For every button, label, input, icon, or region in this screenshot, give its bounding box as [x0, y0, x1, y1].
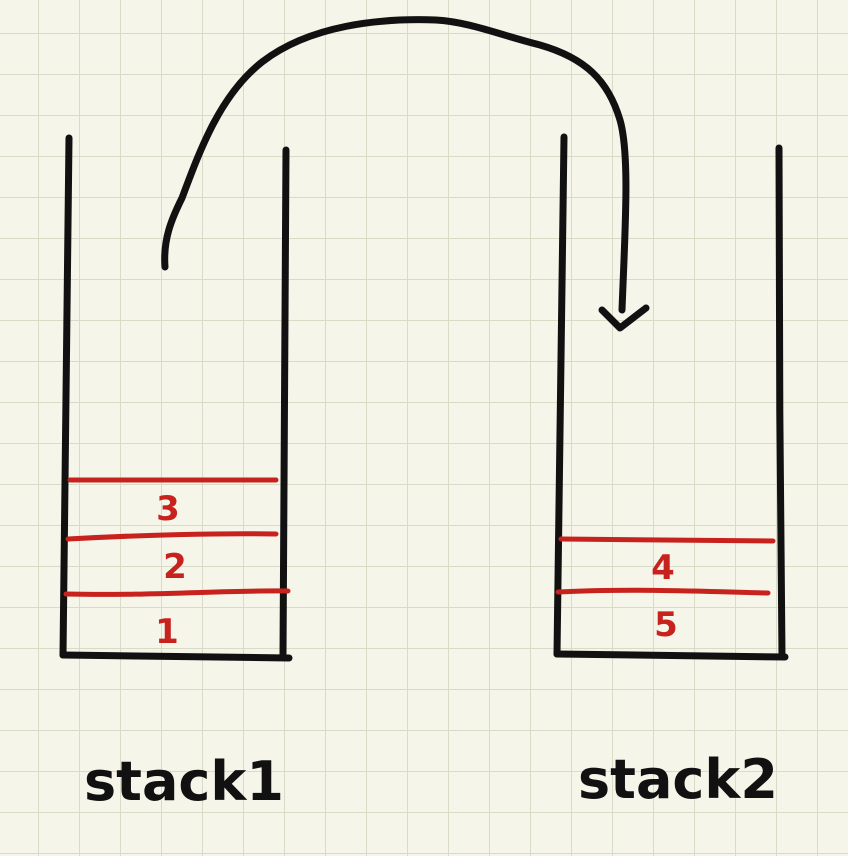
stack2-item-4: 4 [651, 548, 675, 588]
stack1-dividers [63, 477, 291, 597]
curved-arrow-icon [161, 16, 650, 332]
stack2-dividers [555, 536, 776, 596]
stack2-item-5: 5 [654, 605, 678, 645]
stack1-item-1: 1 [155, 612, 179, 652]
stack1-item-3: 3 [156, 489, 180, 529]
stack1-item-2: 2 [163, 547, 187, 587]
stack2-container [553, 133, 789, 661]
stack2-label: stack2 [578, 748, 778, 811]
stack1-label: stack1 [84, 750, 284, 813]
